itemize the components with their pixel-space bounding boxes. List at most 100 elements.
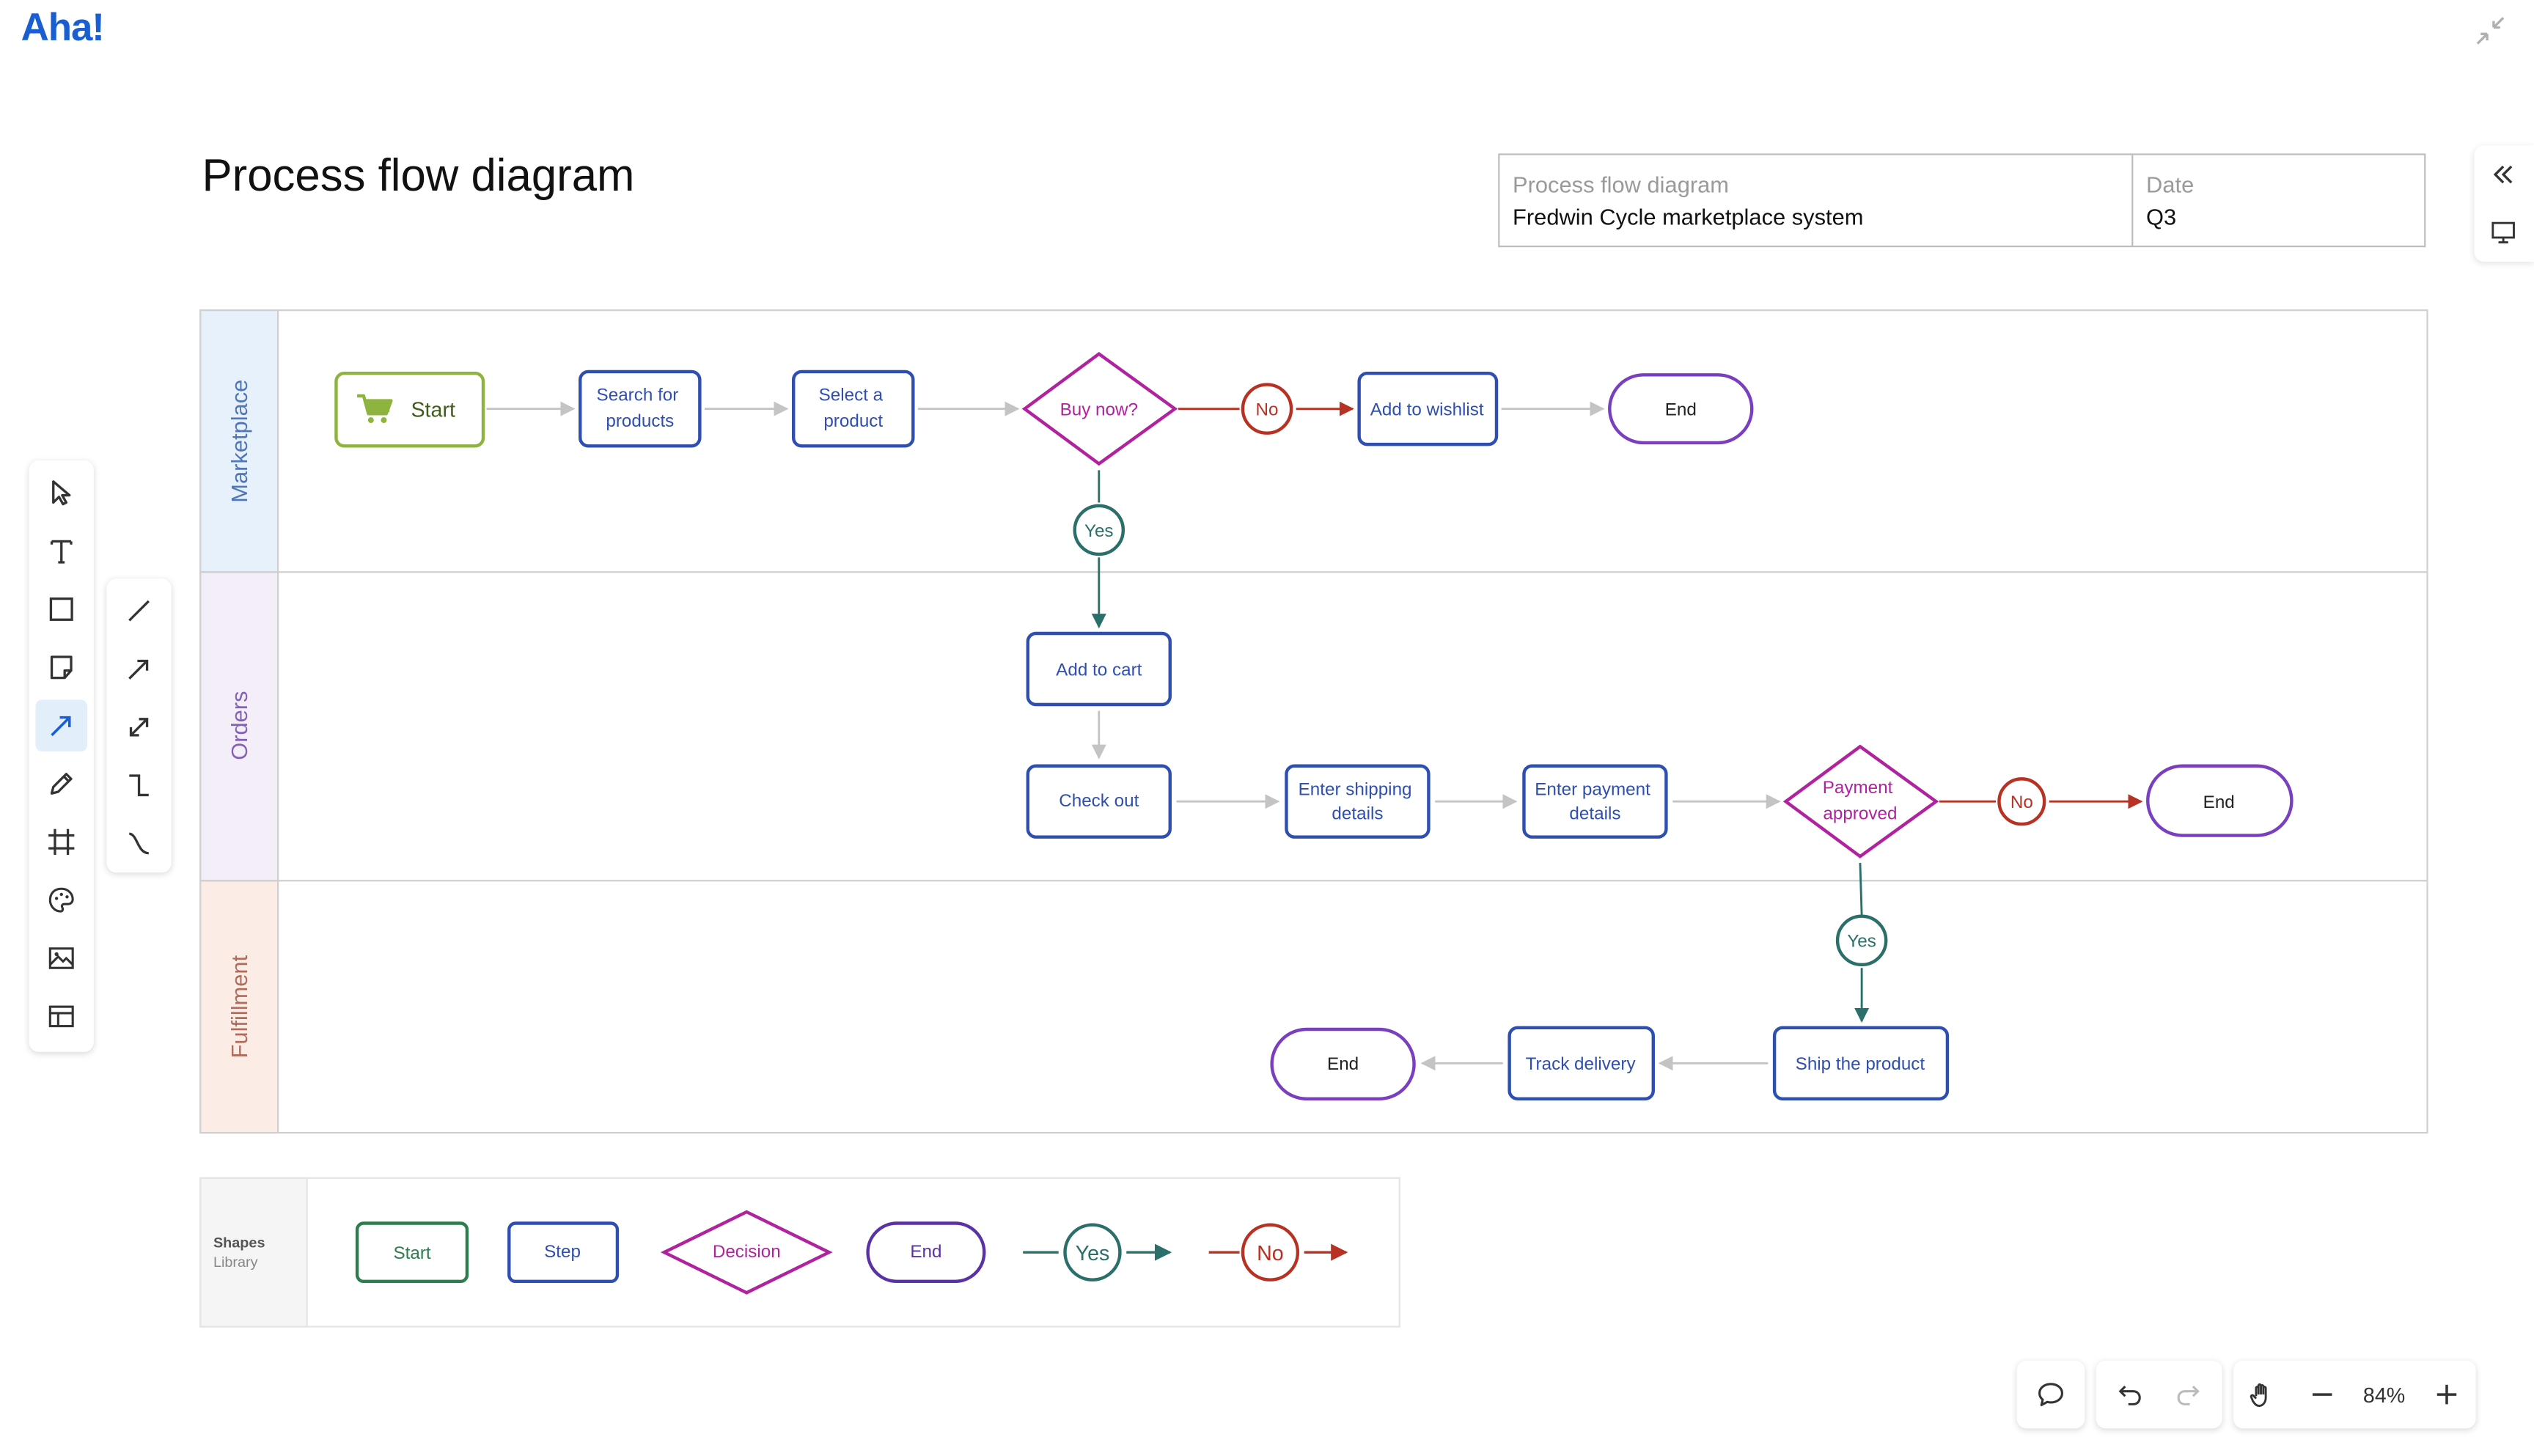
- zoom-out-button[interactable]: [2293, 1365, 2351, 1423]
- node-approved-line1: Payment: [1823, 778, 1893, 798]
- diagram-date-label: Date: [2146, 171, 2195, 197]
- single-arrow-option[interactable]: [113, 643, 165, 695]
- node-search-line2: products: [606, 411, 674, 431]
- chevrons-left-icon: [2493, 165, 2513, 184]
- redo-button[interactable]: [2159, 1365, 2217, 1423]
- node-add-to-wishlist[interactable]: Add to wishlist: [1357, 371, 1499, 446]
- frame-icon: [48, 828, 75, 855]
- frame-tool[interactable]: [35, 816, 87, 868]
- library-yes-connector[interactable]: Yes: [1023, 1223, 1172, 1282]
- collapse-icon[interactable]: [2472, 13, 2508, 48]
- node-start[interactable]: Start: [334, 371, 485, 448]
- page-title: Process flow diagram: [202, 150, 635, 201]
- comment-icon: [2038, 1383, 2063, 1407]
- curve-connector-option[interactable]: [113, 817, 165, 869]
- pointer-icon: [52, 480, 71, 506]
- library-start-label: Start: [393, 1243, 430, 1263]
- pan-button[interactable]: [2234, 1365, 2292, 1423]
- text-tool[interactable]: [35, 525, 87, 577]
- node-add-to-cart[interactable]: Add to cart: [1026, 631, 1172, 707]
- connectors: [486, 401, 2143, 1071]
- node-payment-line1: Enter payment: [1535, 779, 1650, 799]
- node-payment-approved-decision[interactable]: Payment approved: [1782, 744, 1939, 858]
- aha-logo[interactable]: Aha!: [21, 6, 105, 51]
- draw-tool[interactable]: [35, 758, 87, 810]
- library-decision-label: Decision: [713, 1242, 781, 1262]
- node-check-out[interactable]: Check out: [1026, 764, 1172, 839]
- line-option[interactable]: [113, 585, 165, 637]
- node-track-label: Track delivery: [1526, 1054, 1637, 1074]
- diagram-name-label: Process flow diagram: [1513, 171, 1730, 197]
- node-yes-2[interactable]: Yes: [1835, 914, 1888, 967]
- right-panel-bar: [2474, 145, 2534, 262]
- library-no-connector[interactable]: No: [1208, 1223, 1348, 1282]
- diagram-date-value[interactable]: Q3: [2146, 203, 2177, 229]
- select-tool[interactable]: [35, 467, 87, 519]
- node-yes-2-label: Yes: [1847, 932, 1876, 952]
- node-wishlist-label: Add to wishlist: [1370, 400, 1484, 419]
- node-shipping-line1: Enter shipping: [1299, 779, 1412, 799]
- node-approved-line2: approved: [1823, 804, 1897, 823]
- svg-text:Search for products: Search for products: [597, 386, 684, 431]
- library-end-shape[interactable]: End: [866, 1221, 986, 1284]
- node-checkout-label: Check out: [1059, 791, 1139, 811]
- template-tool[interactable]: [35, 990, 87, 1043]
- present-button[interactable]: [2478, 207, 2530, 259]
- comment-button[interactable]: [2021, 1365, 2079, 1423]
- style-tool[interactable]: [35, 874, 87, 926]
- node-buy-now-decision[interactable]: Buy now?: [1021, 351, 1178, 466]
- node-no-2[interactable]: No: [1997, 777, 2046, 826]
- node-yes-1[interactable]: Yes: [1073, 504, 1125, 556]
- lane-orders-header[interactable]: [199, 571, 279, 882]
- diagram-name-cell[interactable]: Process flow diagram Fredwin Cycle marke…: [1499, 155, 2134, 246]
- pencil-icon: [50, 773, 73, 795]
- node-end-1[interactable]: End: [1608, 373, 1754, 445]
- node-shipping-line2: details: [1332, 804, 1383, 823]
- lane-marketplace-label: Marketplace: [227, 380, 252, 503]
- comments-control: [2016, 1360, 2085, 1429]
- node-enter-shipping[interactable]: Enter shipping details: [1285, 764, 1431, 839]
- node-track-delivery[interactable]: Track delivery: [1507, 1026, 1655, 1100]
- library-step-shape[interactable]: Step: [507, 1221, 620, 1284]
- node-enter-payment[interactable]: Enter payment details: [1522, 764, 1668, 839]
- node-start-label: Start: [411, 399, 455, 422]
- diagram-name-value[interactable]: Fredwin Cycle marketplace system: [1513, 203, 1864, 229]
- sticky-note-tool[interactable]: [35, 641, 87, 694]
- library-decision-shape[interactable]: Decision: [660, 1210, 833, 1295]
- presentation-icon: [2491, 221, 2515, 244]
- node-select-product[interactable]: Select a product: [792, 369, 915, 448]
- connector-tool[interactable]: [35, 699, 88, 751]
- library-start-shape[interactable]: Start: [355, 1221, 469, 1284]
- node-add-cart-label: Add to cart: [1056, 660, 1142, 680]
- redo-icon: [2177, 1386, 2200, 1405]
- image-tool[interactable]: [35, 933, 87, 985]
- double-arrow-option[interactable]: [113, 702, 165, 754]
- node-no-1[interactable]: No: [1241, 383, 1293, 435]
- svg-text:Enter shipping details: Enter shipping details: [1299, 779, 1417, 823]
- zoom-in-button[interactable]: [2417, 1365, 2475, 1423]
- shape-tool[interactable]: [35, 584, 87, 636]
- node-no-1-label: No: [1256, 400, 1279, 419]
- swimlanes: Marketplace Orders Fulfillment: [199, 309, 2428, 1134]
- node-ship-product[interactable]: Ship the product: [1772, 1026, 1950, 1100]
- node-end-2[interactable]: End: [2146, 764, 2294, 837]
- diagram-date-cell[interactable]: Date Q3: [2133, 155, 2424, 246]
- node-search-products[interactable]: Search for products: [579, 369, 702, 448]
- svg-text:Enter payment details: Enter payment details: [1535, 779, 1655, 823]
- sticky-note-icon: [50, 655, 73, 680]
- undo-button[interactable]: [2101, 1365, 2159, 1423]
- zoom-level[interactable]: 84%: [2362, 1382, 2406, 1407]
- lane-fulfillment-label: Fulfillment: [227, 955, 252, 1058]
- elbow-connector-option[interactable]: [113, 760, 165, 812]
- lane-fulfillment-header[interactable]: [199, 880, 279, 1134]
- node-ship-label: Ship the product: [1796, 1054, 1925, 1074]
- node-end-1-label: End: [1665, 400, 1697, 419]
- node-select-line1: Select a: [819, 386, 884, 405]
- expand-panel-button[interactable]: [2478, 149, 2530, 201]
- node-end-3[interactable]: End: [1270, 1027, 1416, 1100]
- shapes-library: Shapes Library Start Step Decision End: [199, 1177, 1400, 1328]
- lane-marketplace-header[interactable]: [199, 309, 279, 573]
- connector-options-toolbar: [106, 578, 172, 873]
